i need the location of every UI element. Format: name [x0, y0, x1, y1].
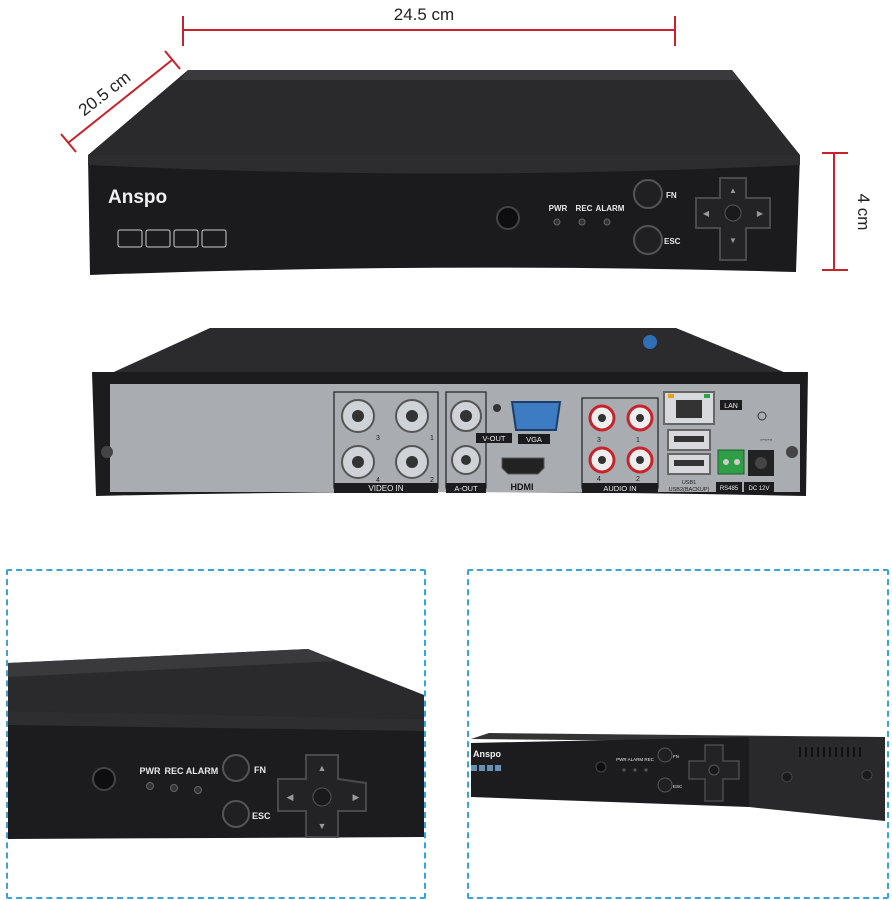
front-view: 24.5 cm 20.5 cm 4 cm Anspo PWR REC ALARM… — [60, 5, 873, 275]
esc-button[interactable] — [657, 777, 673, 793]
audio-in-label: AUDIO IN — [603, 484, 636, 493]
rs485-label: RS485 — [720, 486, 739, 492]
hdmi-port[interactable] — [501, 457, 545, 475]
device-front — [88, 155, 800, 275]
brand-logo: Anspo — [473, 749, 502, 759]
indicator-labels: PWR ALARM REC — [616, 757, 655, 762]
pwr-led — [553, 218, 561, 226]
usb1-label: USB1 — [682, 480, 696, 486]
svg-text:4: 4 — [597, 476, 601, 483]
svg-text:1: 1 — [430, 435, 434, 442]
pwr-label: PWR — [140, 766, 161, 776]
ground-icon — [757, 411, 767, 421]
ir-receiver — [496, 206, 520, 230]
direction-pad[interactable]: ▲ ▼ ◀ ▶ — [277, 754, 367, 838]
ir-receiver — [595, 761, 607, 773]
svg-text:3: 3 — [376, 435, 380, 442]
fn-label: FN — [254, 765, 266, 775]
angled-device-view: Anspo PWR ALARM REC FN ESC — [471, 733, 885, 821]
usb2-label: USB2(BACKUP) — [669, 487, 710, 493]
svg-text:▶: ▶ — [757, 209, 764, 218]
detail-panel-right: Anspo PWR ALARM REC FN ESC — [467, 569, 889, 899]
esc-label: ESC — [252, 811, 271, 821]
pwr-led — [146, 782, 154, 790]
fn-button[interactable] — [657, 747, 673, 763]
vga-label: VGA — [526, 435, 542, 444]
svg-text:◦-◦-◦: ◦-◦-◦ — [760, 437, 772, 444]
esc-button[interactable] — [222, 800, 250, 828]
hdmi-label: HDMI — [511, 482, 534, 492]
svg-text:▲: ▲ — [318, 763, 327, 773]
rec-led — [578, 218, 586, 226]
fn-label: FN — [666, 191, 677, 200]
height-label: 4 cm — [854, 194, 873, 231]
alarm-led — [194, 786, 202, 794]
svg-text:▼: ▼ — [729, 236, 737, 245]
svg-text:▶: ▶ — [353, 792, 360, 802]
svg-text:2: 2 — [430, 477, 434, 484]
direction-pad[interactable] — [688, 744, 740, 802]
lan-label: LAN — [724, 403, 738, 410]
esc-label: ESC — [664, 237, 681, 246]
vga-port[interactable] — [510, 401, 562, 431]
svg-text:◀: ◀ — [287, 792, 294, 802]
fn-button[interactable] — [633, 179, 663, 209]
alarm-label: ALARM — [596, 204, 625, 213]
dc-label: DC 12V — [748, 486, 769, 492]
svg-text:4: 4 — [376, 477, 380, 484]
alarm-led — [603, 218, 611, 226]
video-in-block: VIDEO IN 3 1 4 2 — [333, 391, 439, 493]
feature-icons — [117, 229, 227, 248]
audio-in-block: AUDIO IN 3 1 4 2 — [581, 397, 659, 493]
aout-label: A-OUT — [454, 484, 478, 493]
esc-button[interactable] — [633, 225, 663, 255]
pwr-label: PWR — [549, 204, 568, 213]
rear-top — [92, 328, 808, 382]
svg-text:▼: ▼ — [318, 821, 327, 831]
feature-icons — [471, 765, 501, 771]
rec-label: REC — [164, 766, 184, 776]
esc-label: ESC — [673, 784, 683, 789]
alarm-label: ALARM — [186, 766, 219, 776]
side-vents — [799, 747, 861, 757]
brand-logo: Anspo — [108, 187, 167, 208]
depth-label: 20.5 cm — [75, 68, 134, 120]
svg-text:◀: ◀ — [703, 209, 710, 218]
vout-label: V-OUT — [483, 434, 506, 443]
video-in-label: VIDEO IN — [368, 484, 403, 493]
detail-panel-left: PWR REC ALARM FN ESC ▲ ▼ ◀ ▶ — [6, 569, 426, 899]
width-dimension: 24.5 cm — [182, 5, 676, 46]
rear-view: VIDEO IN 3 1 4 2 V-OUT A-OUT VGA HDMI AU… — [92, 328, 808, 496]
device-top — [88, 70, 800, 155]
rec-label: REC — [576, 204, 593, 213]
rs485-terminal[interactable] — [717, 449, 745, 475]
svg-text:1: 1 — [636, 437, 640, 444]
front-closeup: PWR REC ALARM FN ESC ▲ ▼ ◀ ▶ — [8, 649, 424, 839]
width-label: 24.5 cm — [394, 5, 454, 24]
fn-button[interactable] — [222, 754, 250, 782]
height-dimension: 4 cm — [822, 152, 873, 271]
svg-text:2: 2 — [636, 476, 640, 483]
svg-text:▲: ▲ — [729, 186, 737, 195]
ir-receiver — [92, 767, 116, 791]
rec-led — [170, 784, 178, 792]
fn-label: FN — [673, 754, 679, 759]
svg-text:3: 3 — [597, 437, 601, 444]
direction-pad[interactable]: ▲ ▼ ◀ ▶ — [695, 177, 771, 261]
vout-aout-block: V-OUT A-OUT — [445, 391, 512, 493]
